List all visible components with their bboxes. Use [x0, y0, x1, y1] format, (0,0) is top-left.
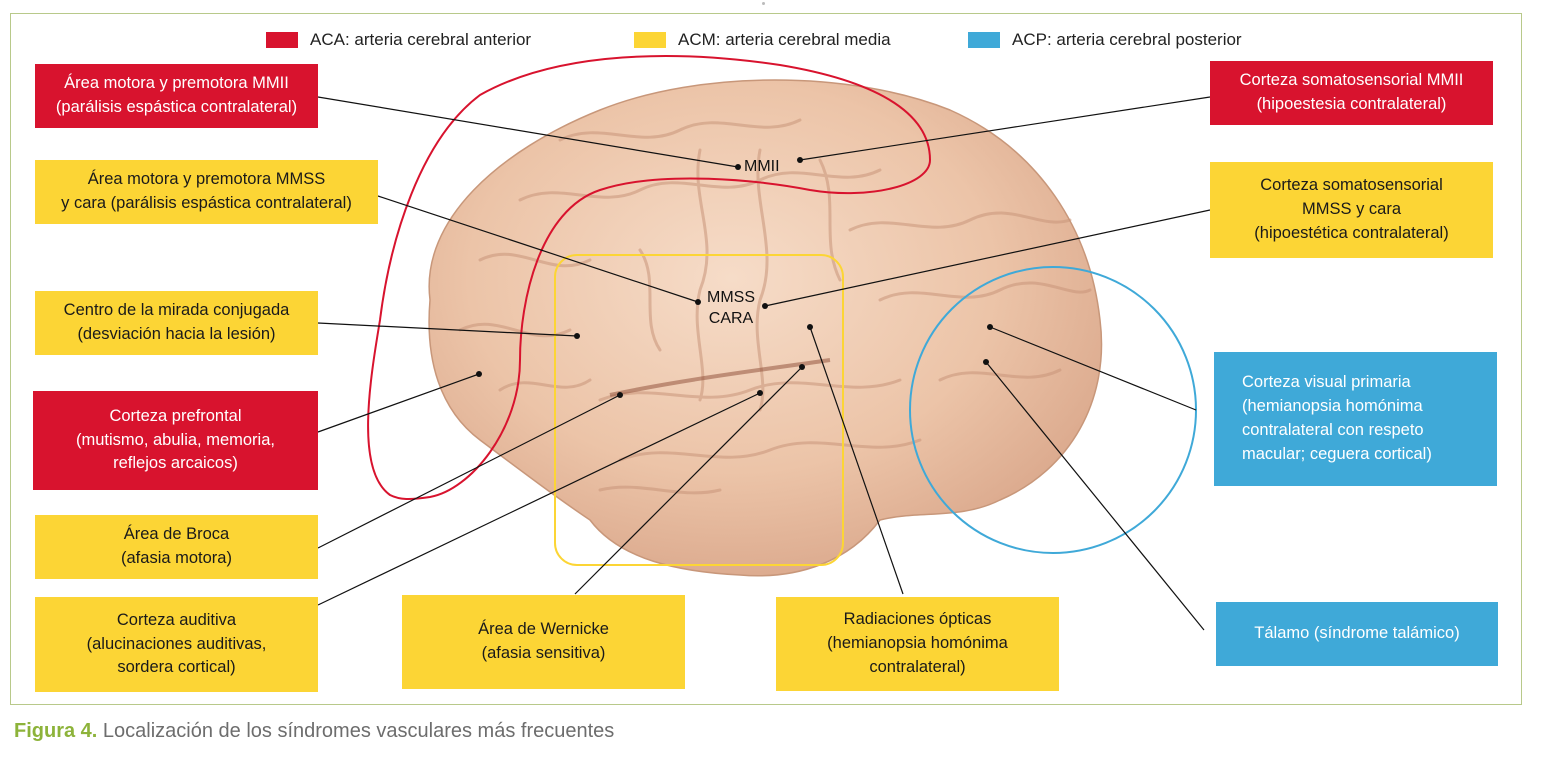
legend-acp-swatch: [968, 32, 1000, 48]
leader-visual: [989, 326, 1197, 411]
top-dot: [762, 2, 765, 5]
leader-motora-mmii: [317, 96, 739, 168]
leader-radiaciones: [809, 326, 904, 595]
label-radiaciones: Radiaciones ópticas (hemianopsia homónim…: [776, 597, 1059, 691]
brain-label-mmss-cara: MMSS CARA: [707, 289, 755, 327]
legend-acp-label: ACP: arteria cerebral posterior: [1012, 30, 1242, 49]
label-somato-mmii: Corteza somatosensorial MMII (hipoestesi…: [1210, 61, 1493, 125]
acm-territory-outline: [554, 254, 844, 566]
leader-motora-mmss: [377, 195, 699, 303]
leader-broca: [317, 394, 621, 549]
label-prefrontal: Corteza prefrontal (mutismo, abulia, mem…: [33, 391, 318, 490]
aca-territory-outline: [367, 55, 932, 501]
figure-caption-text: Localización de los síndromes vasculares…: [97, 720, 615, 742]
leader-talamo: [985, 361, 1205, 631]
label-wernicke: Área de Wernicke (afasia sensitiva): [402, 595, 685, 689]
label-mirada: Centro de la mirada conjugada (desviació…: [35, 291, 318, 355]
legend-acm: ACM: arteria cerebral media: [634, 29, 891, 51]
legend-aca-swatch: [266, 32, 298, 48]
leader-somato-mmii: [799, 96, 1211, 161]
brain-label-mmii: MMII: [744, 158, 780, 175]
legend-aca: ACA: arteria cerebral anterior: [266, 29, 531, 51]
leader-mirada: [317, 322, 578, 337]
label-motora-mmss: Área motora y premotora MMSS y cara (par…: [35, 160, 378, 224]
legend-acm-swatch: [634, 32, 666, 48]
figure-number: Figura 4.: [14, 720, 98, 742]
leader-auditiva: [317, 392, 761, 606]
leader-prefrontal: [317, 373, 480, 433]
label-auditiva: Corteza auditiva (alucinaciones auditiva…: [35, 597, 318, 692]
label-broca: Área de Broca (afasia motora): [35, 515, 318, 579]
figure-caption: Figura 4. Localización de los síndromes …: [14, 720, 614, 743]
brain-shape: [428, 79, 1103, 577]
legend-aca-label: ACA: arteria cerebral anterior: [310, 30, 532, 49]
label-somato-mmss: Corteza somatosensorial MMSS y cara (hip…: [1210, 162, 1493, 258]
sylvian-fissure: [609, 358, 831, 397]
leader-somato-mmss: [764, 209, 1211, 307]
label-motora-mmii: Área motora y premotora MMII (parálisis …: [35, 64, 318, 128]
label-visual: Corteza visual primaria (hemianopsia hom…: [1214, 352, 1497, 486]
label-talamo: Tálamo (síndrome talámico): [1216, 602, 1498, 666]
leader-wernicke: [574, 366, 803, 595]
legend-acp: ACP: arteria cerebral posterior: [968, 29, 1242, 51]
legend-acm-label: ACM: arteria cerebral media: [678, 30, 891, 49]
figure-frame: [10, 13, 1522, 705]
